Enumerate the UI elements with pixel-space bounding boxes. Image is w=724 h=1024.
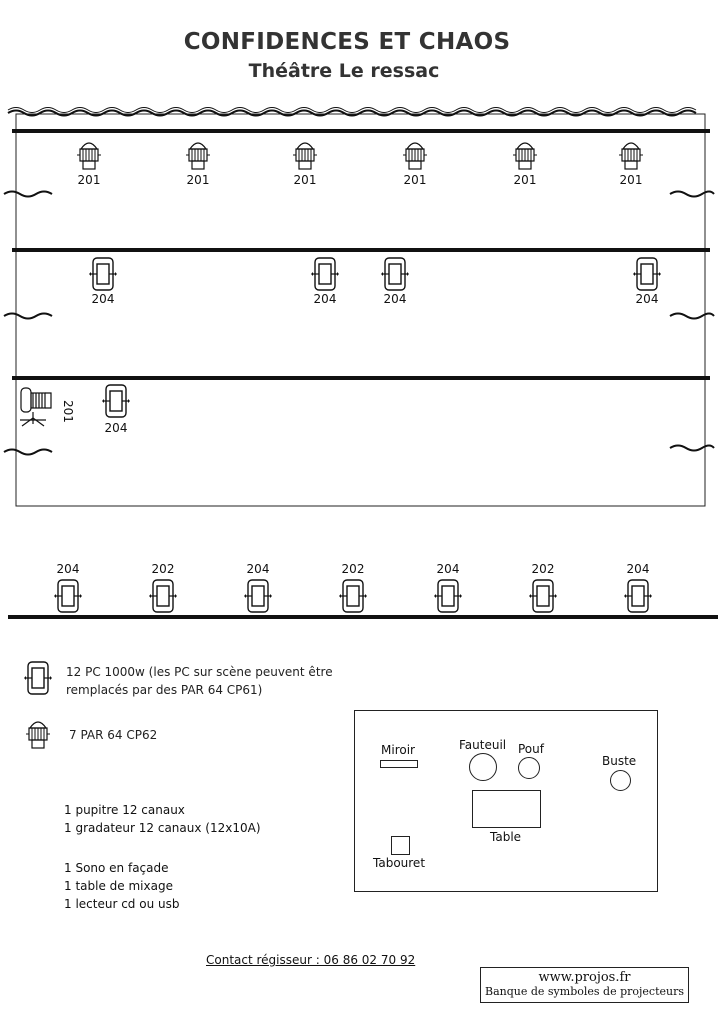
page-subtitle: Théâtre Le ressac xyxy=(248,60,440,82)
fixture-channel-label: 201 xyxy=(513,173,537,187)
fixture-channel-label: 201 xyxy=(186,173,210,187)
contact-line: Contact régisseur : 06 86 02 70 92 xyxy=(206,953,416,967)
set-miroir-shape xyxy=(380,760,418,768)
fixture-channel-label: 201 xyxy=(77,173,101,187)
pc-fixture-icon xyxy=(529,578,557,618)
fixture-channel-label: 204 xyxy=(635,292,659,306)
side-legs xyxy=(3,190,715,456)
legend-pc-line1: 12 PC 1000w (les PC sur scène peuvent êt… xyxy=(66,665,333,679)
fixture-channel-label: 204 xyxy=(246,562,270,576)
set-tabouret-shape xyxy=(391,836,410,855)
fixture-channel-label: 204 xyxy=(104,421,128,435)
fixture-channel-label: 202 xyxy=(341,562,365,576)
par-fixture-icon xyxy=(184,137,212,177)
credit-box: www.projos.fr Banque de symboles de proj… xyxy=(480,967,689,1003)
equipment-item: 1 lecteur cd ou usb xyxy=(64,897,180,911)
legend-pc-symbol xyxy=(24,660,52,700)
fixture-channel-label: 201 xyxy=(619,173,643,187)
pc-fixture-icon xyxy=(311,256,339,296)
legend-pc-text: 12 PC 1000w (les PC sur scène peuvent êt… xyxy=(66,663,333,699)
set-table-shape xyxy=(472,790,541,828)
equipment-sound: 1 Sono en façade 1 table de mixage 1 lec… xyxy=(64,859,179,913)
set-plan xyxy=(354,710,658,892)
pc-fixture-icon xyxy=(633,256,661,296)
page-title: CONFIDENCES ET CHAOS xyxy=(183,29,511,55)
fixture-channel-label: 201 xyxy=(293,173,317,187)
pc-fixture-icon xyxy=(339,578,367,618)
pc-fixture-icon xyxy=(149,578,177,618)
fixture-channel-label: 201 xyxy=(403,173,427,187)
pc-fixture-icon xyxy=(102,383,130,423)
set-fauteuil-label: Fauteuil xyxy=(459,738,507,752)
par-stand-label: 201 xyxy=(61,400,75,423)
par-icon xyxy=(26,721,50,749)
par-fixture-icon xyxy=(291,137,319,177)
set-pouf-shape xyxy=(518,757,540,779)
pc-fixture-icon xyxy=(434,578,462,618)
par-fixture-icon xyxy=(75,137,103,177)
set-table-label: Table xyxy=(490,830,522,844)
set-miroir-label: Miroir xyxy=(381,743,415,757)
set-pouf-label: Pouf xyxy=(518,742,544,756)
pc-fixture-icon xyxy=(89,256,117,296)
equipment-item: 1 Sono en façade xyxy=(64,861,169,875)
fixture-channel-label: 202 xyxy=(151,562,175,576)
stage-outline xyxy=(15,113,706,507)
pc-fixture-icon xyxy=(244,578,272,618)
set-fauteuil-shape xyxy=(469,753,497,781)
curtain-top xyxy=(7,109,697,117)
legend-par-text: 7 PAR 64 CP62 xyxy=(69,728,158,742)
legend-pc-line2: remplacés par des PAR 64 CP61) xyxy=(66,683,263,697)
fixture-channel-label: 202 xyxy=(531,562,555,576)
credit-text: Banque de symboles de projecteurs xyxy=(485,985,684,998)
par-fixture-icon xyxy=(511,137,539,177)
pc-fixture-icon xyxy=(381,256,409,296)
fixture-channel-label: 204 xyxy=(436,562,460,576)
equipment-item: 1 gradateur 12 canaux (12x10A) xyxy=(64,821,261,835)
credit-url: www.projos.fr xyxy=(538,970,631,985)
equipment-item: 1 pupitre 12 canaux xyxy=(64,803,185,817)
pc-fixture-icon xyxy=(624,578,652,618)
fixture-channel-label: 204 xyxy=(313,292,337,306)
fixture-channel-label: 204 xyxy=(91,292,115,306)
pc-fixture-icon xyxy=(54,578,82,618)
curtain-top-2 xyxy=(7,107,697,113)
fixture-channel-label: 204 xyxy=(383,292,407,306)
par-fixture-icon xyxy=(617,137,645,177)
legend-par-symbol xyxy=(24,716,52,756)
fixture-channel-label: 204 xyxy=(56,562,80,576)
set-buste-shape xyxy=(610,770,631,791)
par-stand-icon xyxy=(20,387,52,427)
pc-icon xyxy=(24,661,52,695)
set-tabouret-label: Tabouret xyxy=(373,856,426,870)
equipment-item: 1 table de mixage xyxy=(64,879,173,893)
equipment-control: 1 pupitre 12 canaux 1 gradateur 12 canau… xyxy=(64,801,261,837)
par-fixture-icon xyxy=(401,137,429,177)
set-buste-label: Buste xyxy=(602,754,637,768)
fixture-channel-label: 204 xyxy=(626,562,650,576)
